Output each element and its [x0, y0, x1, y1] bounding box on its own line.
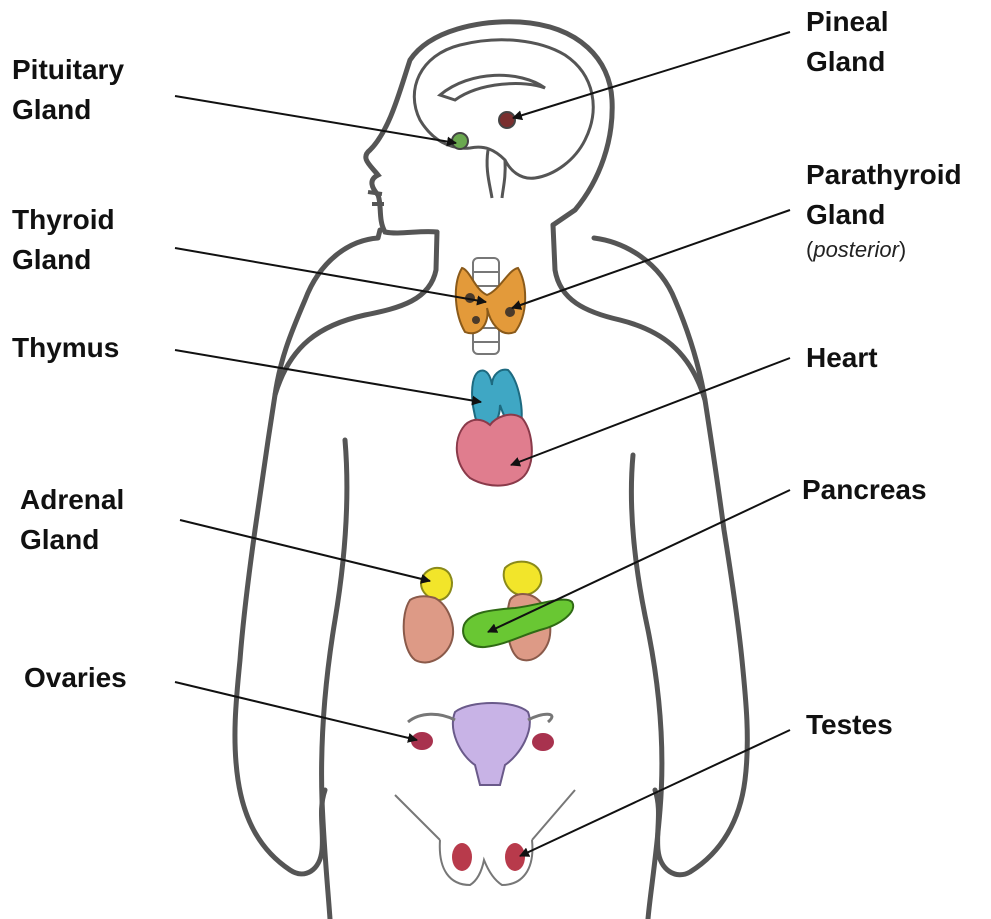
heart: [457, 415, 532, 486]
label-note: (posterior): [806, 235, 962, 265]
label-pineal-gland: Pineal Gland: [806, 2, 888, 82]
pointer-adrenal: [180, 520, 430, 581]
note-posterior: posterior: [813, 237, 899, 262]
adrenal-gland-right: [504, 562, 542, 595]
label-pituitary-gland: Pituitary Gland: [12, 50, 124, 130]
label-line: Gland: [20, 520, 124, 560]
label-line: Thymus: [12, 328, 119, 368]
pointer-thymus: [175, 350, 481, 402]
note-paren-close: ): [899, 237, 906, 262]
pointer-pineal: [513, 32, 790, 118]
corpus-callosum: [440, 75, 545, 100]
groin-lines: [395, 790, 575, 840]
label-pancreas: Pancreas: [802, 470, 927, 510]
label-line: Gland: [806, 195, 962, 235]
face-details: [368, 192, 384, 204]
label-line: Parathyroid: [806, 155, 962, 195]
label-ovaries: Ovaries: [24, 658, 127, 698]
parathyroid-gland: [472, 316, 480, 324]
ovary-left: [411, 732, 433, 750]
adrenal-gland-left: [421, 568, 452, 600]
label-adrenal-gland: Adrenal Gland: [20, 480, 124, 560]
brain-outline: [414, 40, 593, 178]
pointer-heart: [511, 358, 790, 465]
label-line: Pancreas: [802, 470, 927, 510]
label-line: Gland: [12, 90, 124, 130]
left-torso-line: [322, 440, 347, 919]
testis-left: [452, 843, 472, 871]
ovary-right: [532, 733, 554, 751]
right-torso-line: [631, 455, 662, 919]
label-line: Pituitary: [12, 50, 124, 90]
head-outline: [366, 22, 612, 233]
label-line: Pineal: [806, 2, 888, 42]
label-line: Gland: [806, 42, 888, 82]
label-heart: Heart: [806, 338, 878, 378]
pineal-gland: [499, 112, 515, 128]
label-line: Thyroid: [12, 200, 115, 240]
label-thyroid-gland: Thyroid Gland: [12, 200, 115, 280]
pointer-ovaries: [175, 682, 417, 740]
testis-right: [505, 843, 525, 871]
kidney-left: [404, 596, 453, 662]
pointer-thyroid: [175, 248, 486, 302]
pointer-pancreas: [488, 490, 790, 632]
pituitary-gland: [452, 133, 468, 149]
label-line: Testes: [806, 705, 893, 745]
label-line: Ovaries: [24, 658, 127, 698]
uterus: [453, 703, 530, 785]
label-line: Gland: [12, 240, 115, 280]
label-thymus: Thymus: [12, 328, 119, 368]
label-line: Heart: [806, 338, 878, 378]
label-line: Adrenal: [20, 480, 124, 520]
label-testes: Testes: [806, 705, 893, 745]
label-parathyroid-gland: Parathyroid Gland (posterior): [806, 155, 962, 265]
